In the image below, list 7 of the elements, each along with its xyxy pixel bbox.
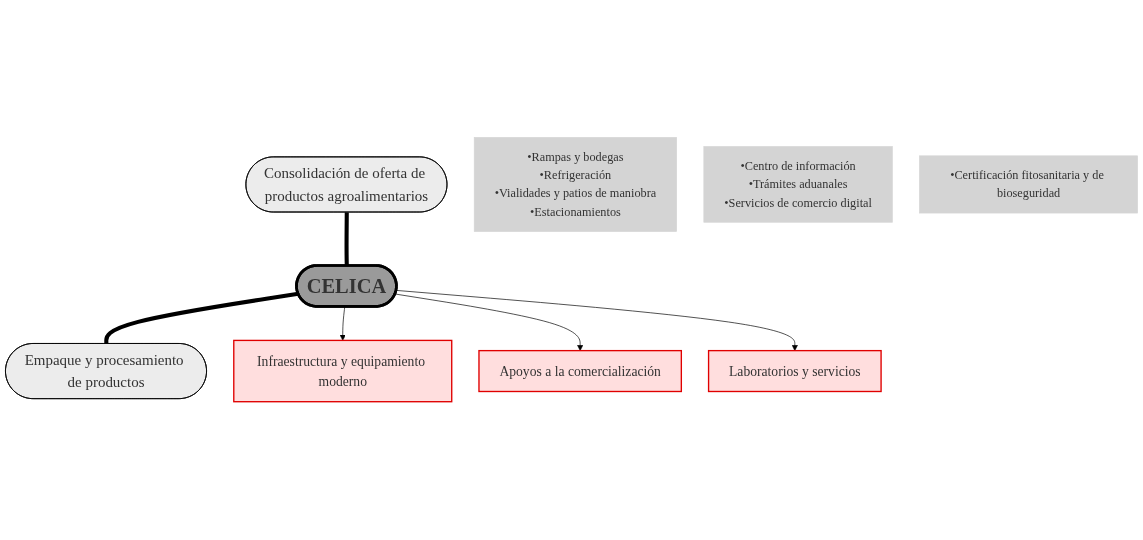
node-box: •Certificación fitosanitaria y de bioseguridad <box>919 155 1138 214</box>
connector <box>104 292 299 345</box>
node-box: •Centro de información •Trámites aduanales •Servicios de comercio digital <box>703 146 893 223</box>
node-box: Apoyos a la comercialización <box>478 350 682 393</box>
node-box: Laboratorios y servicios <box>707 350 882 393</box>
node-box: Infraestructura y equipamiento moderno <box>233 340 453 403</box>
node-box: •Rampas y bodegas •Refrigeración •Vialidades y patios de maniobra •Estacionamientos <box>473 137 677 233</box>
